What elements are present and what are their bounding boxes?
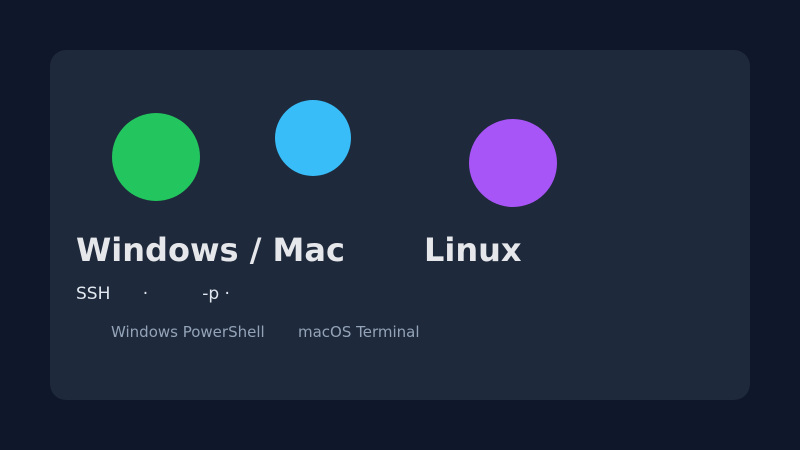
- info-card: [50, 50, 750, 400]
- purple-dot-icon: [469, 119, 557, 207]
- ssh-command-line: SSH · -p ·: [76, 284, 230, 304]
- heading-windows-mac: Windows / Mac: [76, 231, 345, 269]
- blue-dot-icon: [275, 100, 351, 176]
- macos-terminal-label: macOS Terminal: [298, 323, 420, 341]
- green-dot-icon: [112, 113, 200, 201]
- heading-linux: Linux: [424, 231, 522, 269]
- windows-powershell-label: Windows PowerShell: [111, 323, 265, 341]
